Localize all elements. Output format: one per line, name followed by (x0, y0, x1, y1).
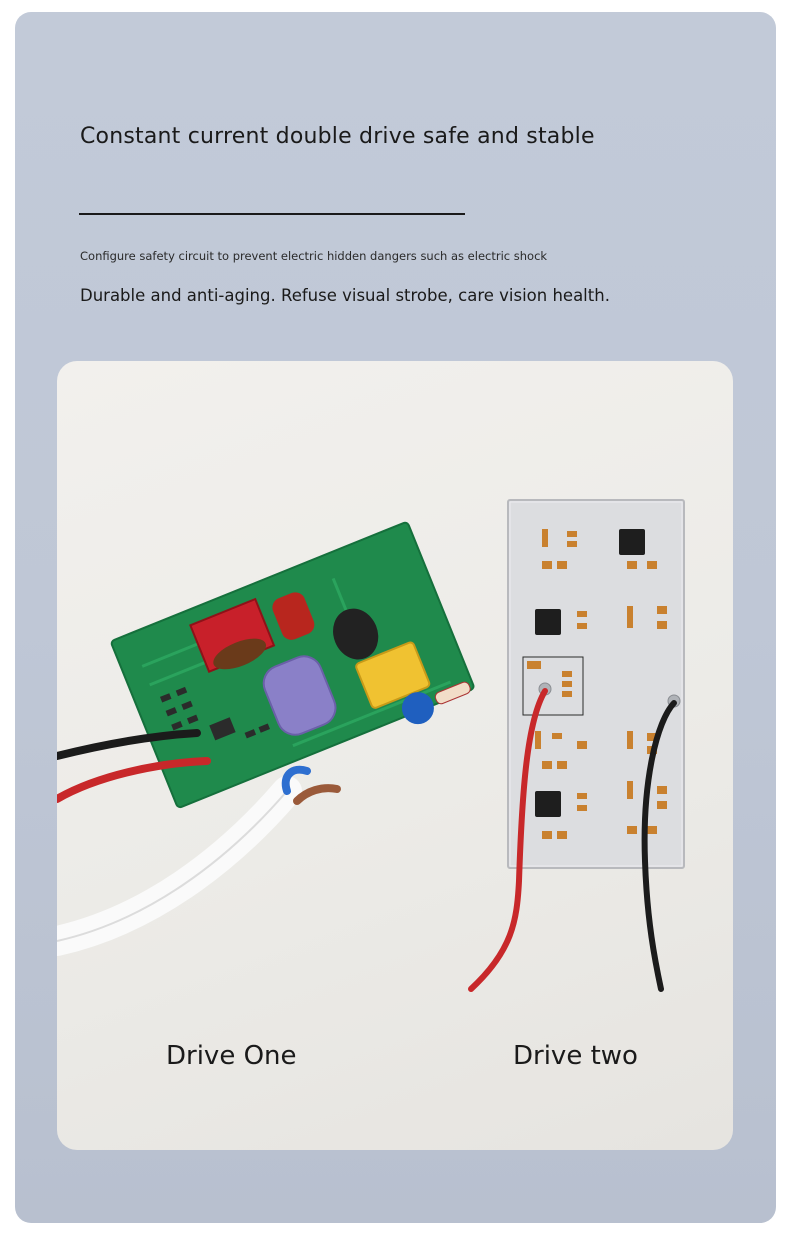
drive-two-red-wire (468, 688, 548, 992)
subtitle-small: Configure safety circuit to prevent elec… (80, 249, 548, 263)
drive-one-brown-wire (293, 784, 341, 805)
page-title: Constant current double drive safe and s… (80, 124, 595, 149)
title-divider (79, 213, 465, 215)
drive-two-black-wire (641, 700, 677, 992)
drive-one-blue-wire (281, 765, 311, 795)
driver-boards-illustration (57, 499, 685, 992)
drive-one-black-wire (57, 729, 201, 760)
drive-two-board (507, 499, 685, 869)
caption-drive-one: Drive One (166, 1041, 297, 1071)
drive-one-white-cable (57, 776, 302, 956)
product-photo: Drive One Drive two (57, 361, 733, 1150)
drive-one-red-wire (57, 757, 211, 803)
subtitle: Durable and anti-aging. Refuse visual st… (80, 286, 610, 305)
drive-one-board (110, 521, 475, 809)
caption-drive-two: Drive two (513, 1041, 638, 1071)
